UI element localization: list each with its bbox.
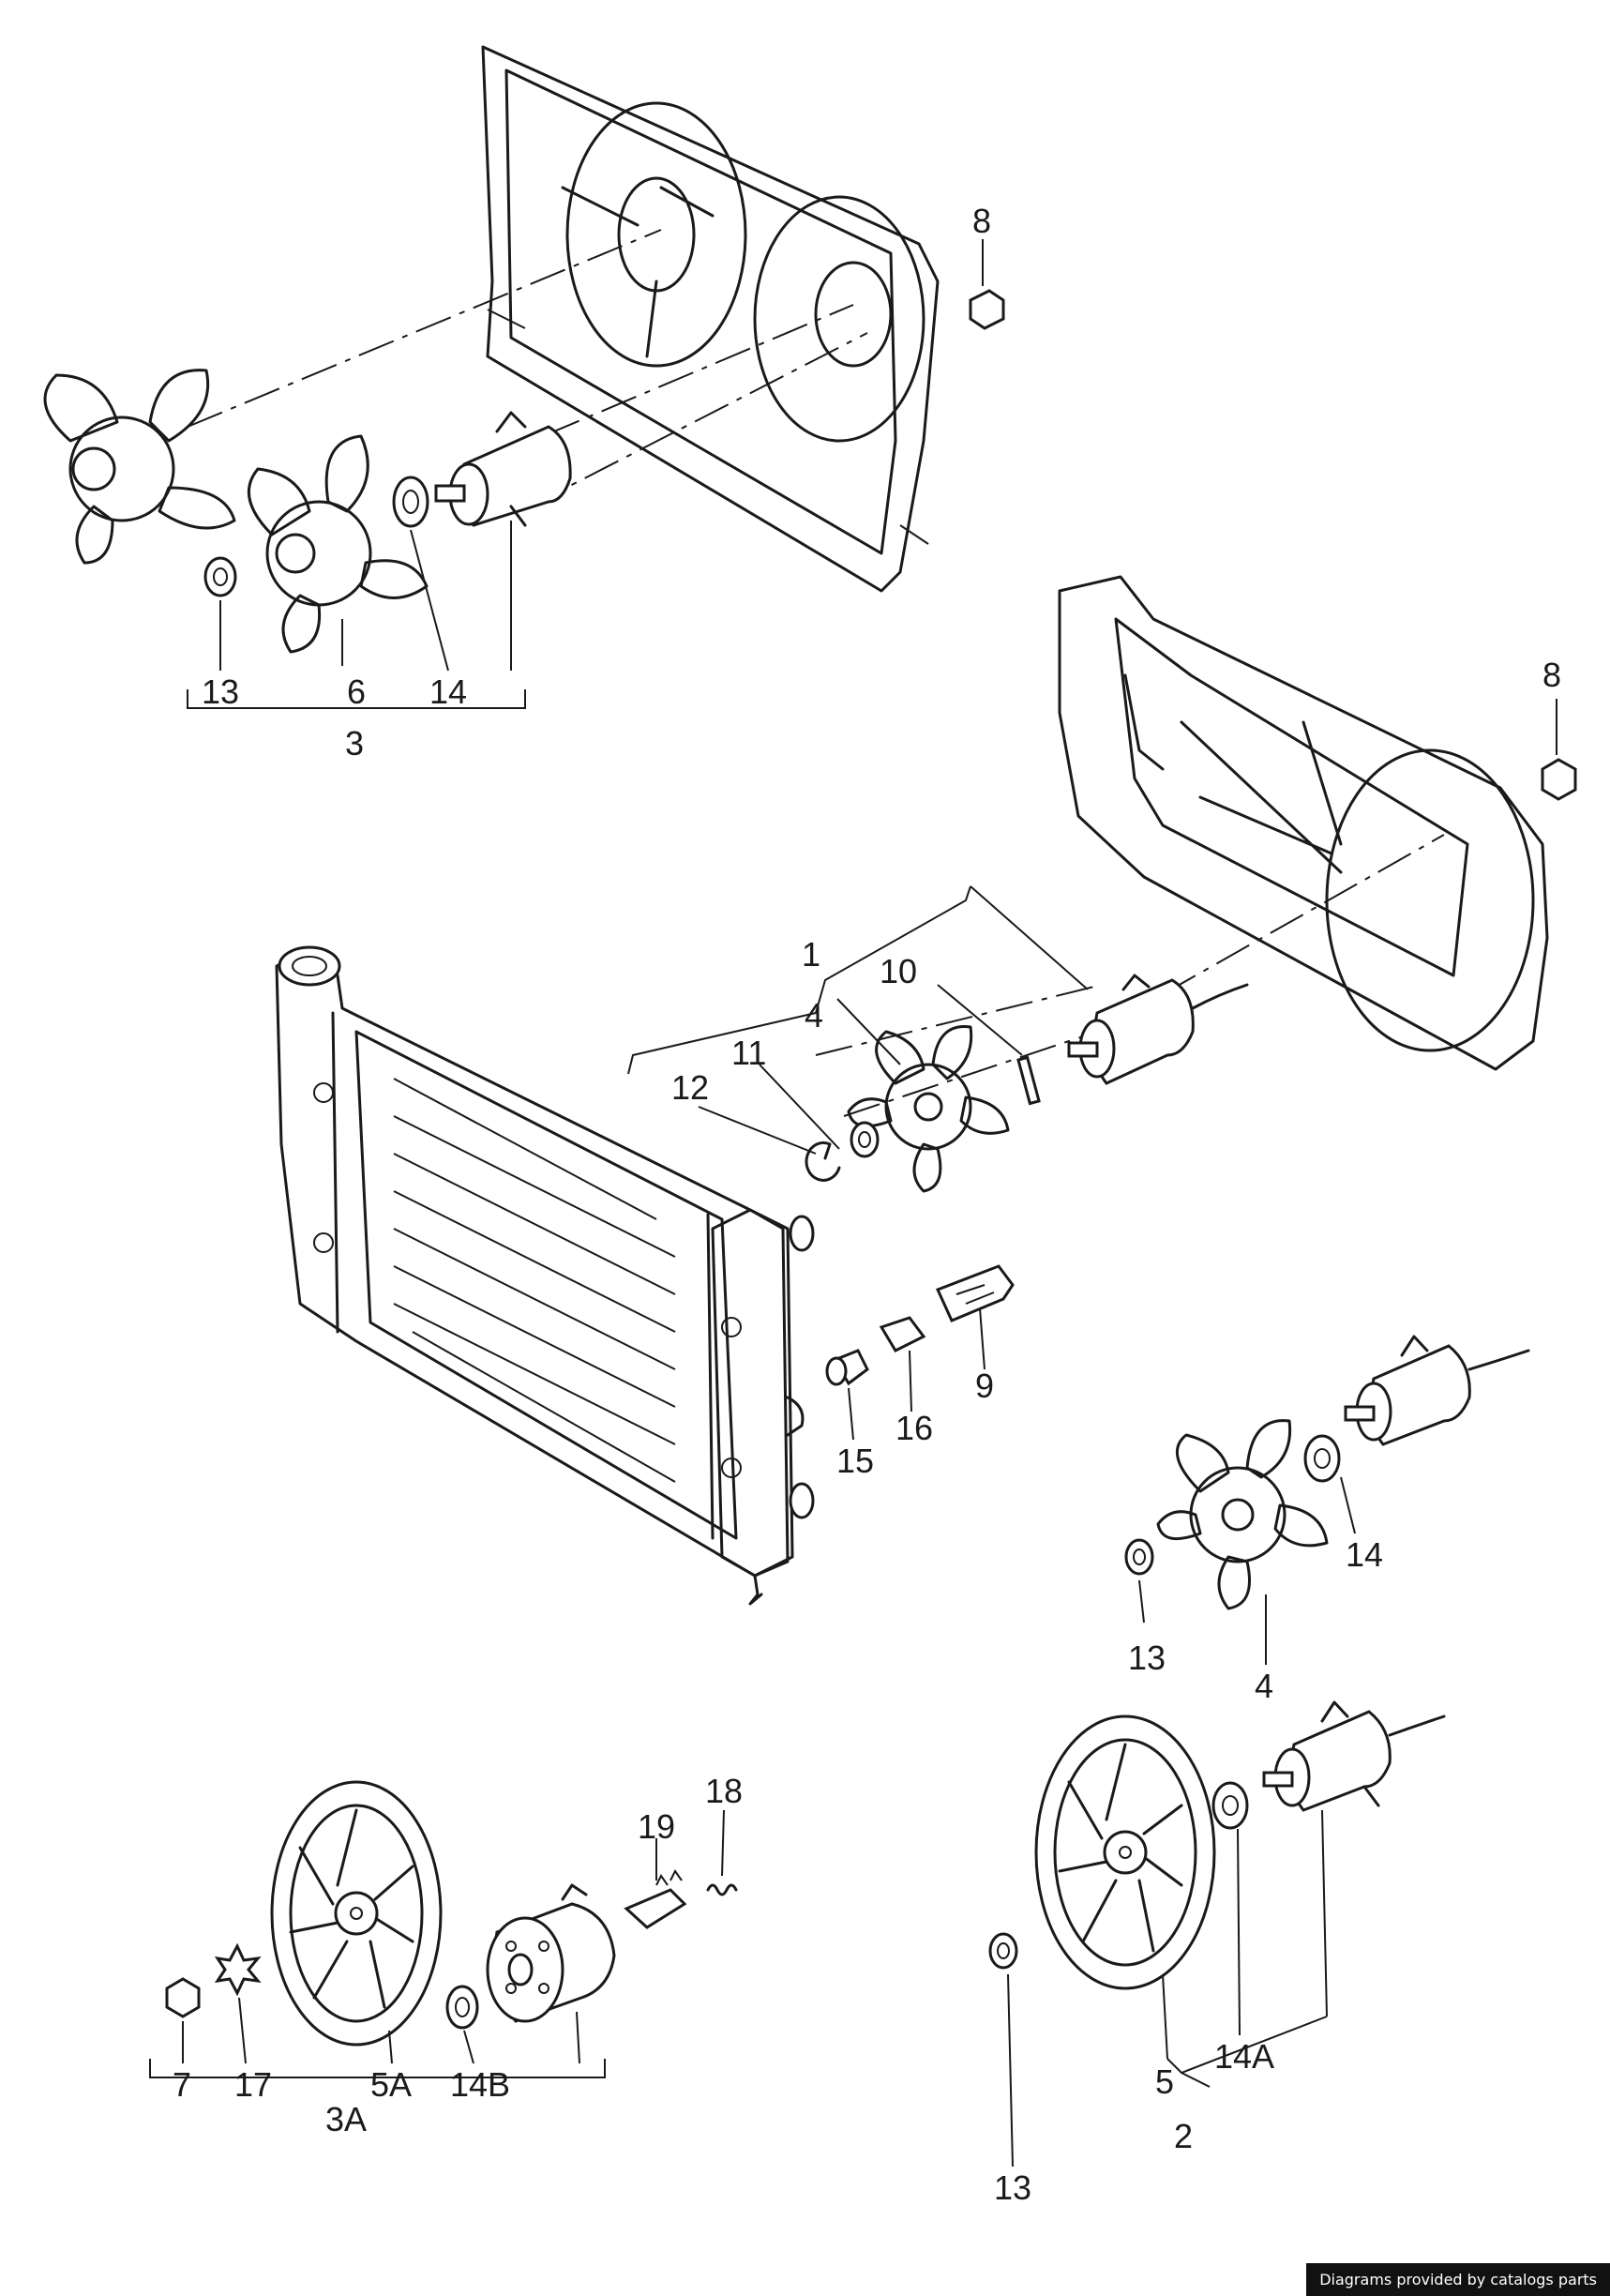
label-16: 16 xyxy=(895,1409,933,1447)
fan-shroud-top xyxy=(481,45,940,593)
gear-14-right xyxy=(1303,1434,1341,1483)
label-14-right: 14 xyxy=(1346,1535,1383,1574)
label-3: 3 xyxy=(345,724,364,763)
label-14B: 14B xyxy=(450,2065,510,2104)
fan-5 xyxy=(1034,1714,1216,1990)
gear-14-top xyxy=(392,476,429,528)
nut-right xyxy=(1541,758,1577,801)
label-1: 1 xyxy=(802,935,820,974)
label-7: 7 xyxy=(173,2065,191,2104)
washer-13-right xyxy=(1124,1538,1154,1576)
radiator xyxy=(275,945,815,1606)
washer-13-top xyxy=(203,556,237,597)
motor-right xyxy=(1067,974,1249,1085)
nut-7 xyxy=(165,1977,201,2018)
fan-4-center xyxy=(847,1025,1010,1193)
fan-4-right xyxy=(1156,1419,1329,1610)
connector-19 xyxy=(624,1869,687,1929)
label-14-top: 14 xyxy=(429,672,467,711)
label-14A: 14A xyxy=(1214,2037,1274,2076)
label-13-top: 13 xyxy=(202,672,239,711)
label-10: 10 xyxy=(880,952,917,990)
gear-14A xyxy=(1211,1781,1249,1830)
connector-9 xyxy=(935,1264,1015,1322)
washer-14B xyxy=(445,1985,479,2030)
label-3A: 3A xyxy=(325,2100,367,2138)
fan-5A xyxy=(270,1780,443,2047)
clip-12 xyxy=(805,1140,841,1182)
pin-10 xyxy=(1016,1055,1041,1106)
fan-top-large xyxy=(43,369,236,565)
motor-2 xyxy=(1262,1700,1446,1812)
temp-switch-15 xyxy=(825,1349,869,1386)
credit-badge: Diagrams provided by catalogs parts xyxy=(1306,2263,1610,2296)
label-17: 17 xyxy=(234,2065,272,2104)
label-13-right: 13 xyxy=(1128,1639,1166,1677)
label-11: 11 xyxy=(731,1034,766,1072)
motor-top xyxy=(434,411,572,527)
label-4-right: 4 xyxy=(1255,1667,1273,1705)
label-2: 2 xyxy=(1174,2117,1193,2155)
star-washer-17 xyxy=(214,1942,262,1997)
fan-shroud-right xyxy=(1058,575,1549,1071)
label-15: 15 xyxy=(836,1442,874,1480)
washer-13-bottom xyxy=(988,1932,1018,1970)
motor-right-lower xyxy=(1344,1335,1530,1446)
motor-3A xyxy=(486,1883,616,2023)
washer-11 xyxy=(850,1121,880,1158)
connector-16 xyxy=(879,1316,926,1352)
label-9: 9 xyxy=(975,1367,994,1405)
fan-top-small xyxy=(247,434,429,654)
label-4-center: 4 xyxy=(805,996,823,1035)
label-12: 12 xyxy=(671,1068,709,1107)
label-8-top: 8 xyxy=(972,202,991,240)
spring-18 xyxy=(706,1883,738,1896)
label-19: 19 xyxy=(638,1807,675,1846)
label-8-right: 8 xyxy=(1542,656,1561,694)
label-13-bottom: 13 xyxy=(994,2168,1031,2207)
label-6: 6 xyxy=(347,672,366,711)
nut-top xyxy=(969,289,1005,330)
label-5: 5 xyxy=(1155,2062,1174,2101)
label-5A: 5A xyxy=(370,2065,412,2104)
label-18: 18 xyxy=(705,1772,743,1810)
